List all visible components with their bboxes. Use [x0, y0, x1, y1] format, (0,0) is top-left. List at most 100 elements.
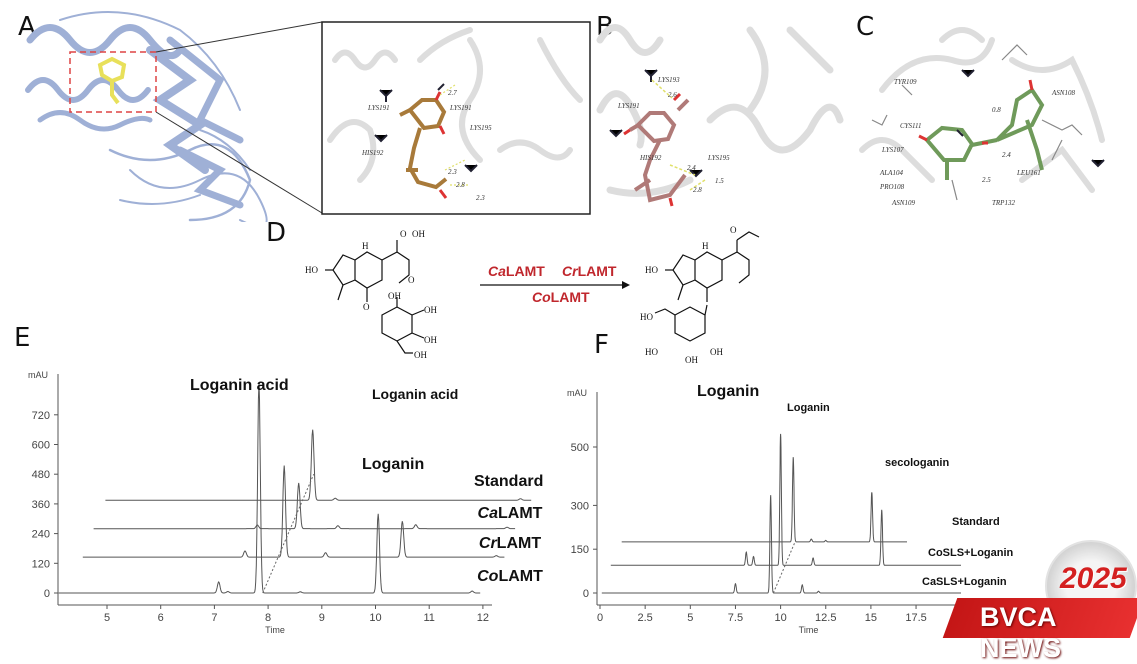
atom-label: HO	[305, 265, 318, 275]
ligand-brown	[399, 98, 448, 190]
protein-ribbon	[25, 11, 268, 222]
series-label: CaLAMT	[478, 505, 543, 522]
distance-label: 2.4	[687, 164, 696, 172]
peak-annotation: Loganin	[697, 383, 759, 400]
y-tick-label: 360	[32, 499, 50, 511]
distance-label: 0.8	[992, 106, 1001, 114]
x-tick-label: 10	[369, 612, 381, 624]
atom-label: O	[730, 225, 737, 235]
panel-label-c: C	[856, 12, 875, 42]
atom-label: HO	[645, 265, 658, 275]
enzyme-label-co: CoLAMT	[532, 289, 590, 305]
atom-label: OH	[412, 229, 425, 239]
residue-label: LYS195	[469, 124, 492, 132]
x-tick-label: 9	[319, 612, 325, 624]
distance-label: 2.4	[1002, 151, 1011, 159]
residue-label: ASN109	[891, 199, 915, 207]
residue-label: HIS192	[639, 154, 662, 162]
residue-label: LYS193	[657, 76, 680, 84]
distance-label: 2.8	[456, 181, 465, 189]
y-tick-label: 300	[571, 500, 589, 512]
residue-label: LYS191	[367, 104, 390, 112]
y-tick-label: 150	[571, 544, 589, 556]
protein-structure-panel-a: LYS191 LYS191 HIS192 LYS195 2.7 2.3 2.8 …	[25, 11, 591, 222]
loganin-structure	[654, 231, 760, 342]
series-label-prefix: Cr	[479, 535, 498, 552]
residue-label: LEU161	[1016, 169, 1041, 177]
watermark-year: 2025	[1060, 562, 1127, 595]
atom-label: O	[363, 302, 370, 312]
x-axis-label: Time	[799, 625, 819, 635]
series-label: Standard	[474, 473, 543, 490]
x-tick-label: 10	[774, 612, 786, 624]
atom-label: OH	[424, 305, 437, 315]
atom-label: O	[408, 275, 415, 285]
distance-label: 2.3	[448, 168, 457, 176]
atom-label: OH	[414, 350, 427, 360]
ligand-rose	[628, 98, 690, 203]
y-tick-label: 500	[571, 442, 589, 454]
residue-label: ASN108	[1051, 89, 1075, 97]
y-axis-label: mAU	[567, 388, 587, 398]
distance-label: 2.6	[668, 91, 677, 99]
x-tick-label: 5	[104, 612, 110, 624]
x-tick-label: 0	[597, 612, 603, 624]
atom-label: OH	[424, 335, 437, 345]
distance-label: 2.8	[693, 186, 702, 194]
peak-guide-line	[772, 541, 796, 594]
x-tick-label: 15	[865, 612, 877, 624]
residue-label: LYS191	[449, 104, 472, 112]
atom-label: H	[702, 241, 709, 251]
y-tick-label: 0	[583, 588, 589, 600]
series-label-suffix: LAMT	[498, 505, 543, 522]
series-label: CoLAMT	[477, 568, 543, 585]
residue-label: TRP132	[992, 199, 1015, 207]
atom-label: OH	[388, 291, 401, 301]
chromatogram-trace-crlamt	[82, 465, 505, 558]
residue-label: PRO108	[879, 183, 905, 191]
watermark-name: BVCA NEWS	[980, 602, 1061, 663]
x-tick-label: 5	[687, 612, 693, 624]
peak-annotation: Loganin acid	[372, 386, 458, 402]
x-tick-label: 8	[265, 612, 271, 624]
x-tick-label: 7.5	[728, 612, 743, 624]
x-tick-label: 6	[158, 612, 164, 624]
residue-label: ALA104	[879, 169, 903, 177]
ligand-yellow	[97, 56, 127, 105]
x-tick-label: 17.5	[905, 612, 926, 624]
x-tick-label: 2.5	[638, 612, 653, 624]
chromatogram-trace-cosls-loganin	[610, 433, 961, 566]
distance-label: 2.5	[982, 176, 991, 184]
enzyme-label-cr: CrLAMT	[562, 263, 617, 279]
chromatogram-trace-standard	[105, 429, 532, 501]
series-label-suffix: LAMT	[498, 568, 543, 585]
arrow-head-icon	[622, 281, 630, 289]
reaction-scheme: O OH HO O O OH OH OH OH H CaLAMT CrLAMT …	[305, 225, 760, 365]
x-tick-label: 12	[477, 612, 489, 624]
y-axis-label: mAU	[28, 370, 48, 380]
y-tick-label: 0	[44, 588, 50, 600]
atom-label: HO	[640, 312, 653, 322]
residue-label: CYS111	[900, 122, 922, 130]
atom-label: O	[400, 229, 407, 239]
x-tick-label: 7	[211, 612, 217, 624]
panel-label-e: E	[14, 323, 31, 353]
zoom-connector-bottom	[155, 111, 323, 214]
atom-label: HO	[645, 347, 658, 357]
zoom-connector-top	[155, 21, 323, 53]
chromatogram-trace-casls-loganin	[601, 495, 961, 594]
atom-label: H	[362, 241, 369, 251]
binding-site-panel-b: LYS193 LYS191 HIS192 LYS195 2.6 2.4 1.5 …	[596, 24, 844, 207]
series-label: CrLAMT	[479, 535, 541, 552]
y-tick-label: 480	[32, 469, 50, 481]
residue-label: LYS191	[617, 102, 640, 110]
y-tick-label: 120	[32, 558, 50, 570]
series-label-prefix: Co	[477, 568, 499, 585]
residue-label: LYS195	[707, 154, 730, 162]
atom-label: OH	[685, 355, 698, 365]
residue-label: LYS107	[881, 146, 904, 154]
peak-annotation: secologanin	[885, 457, 949, 469]
ligand-green	[924, 87, 1045, 180]
